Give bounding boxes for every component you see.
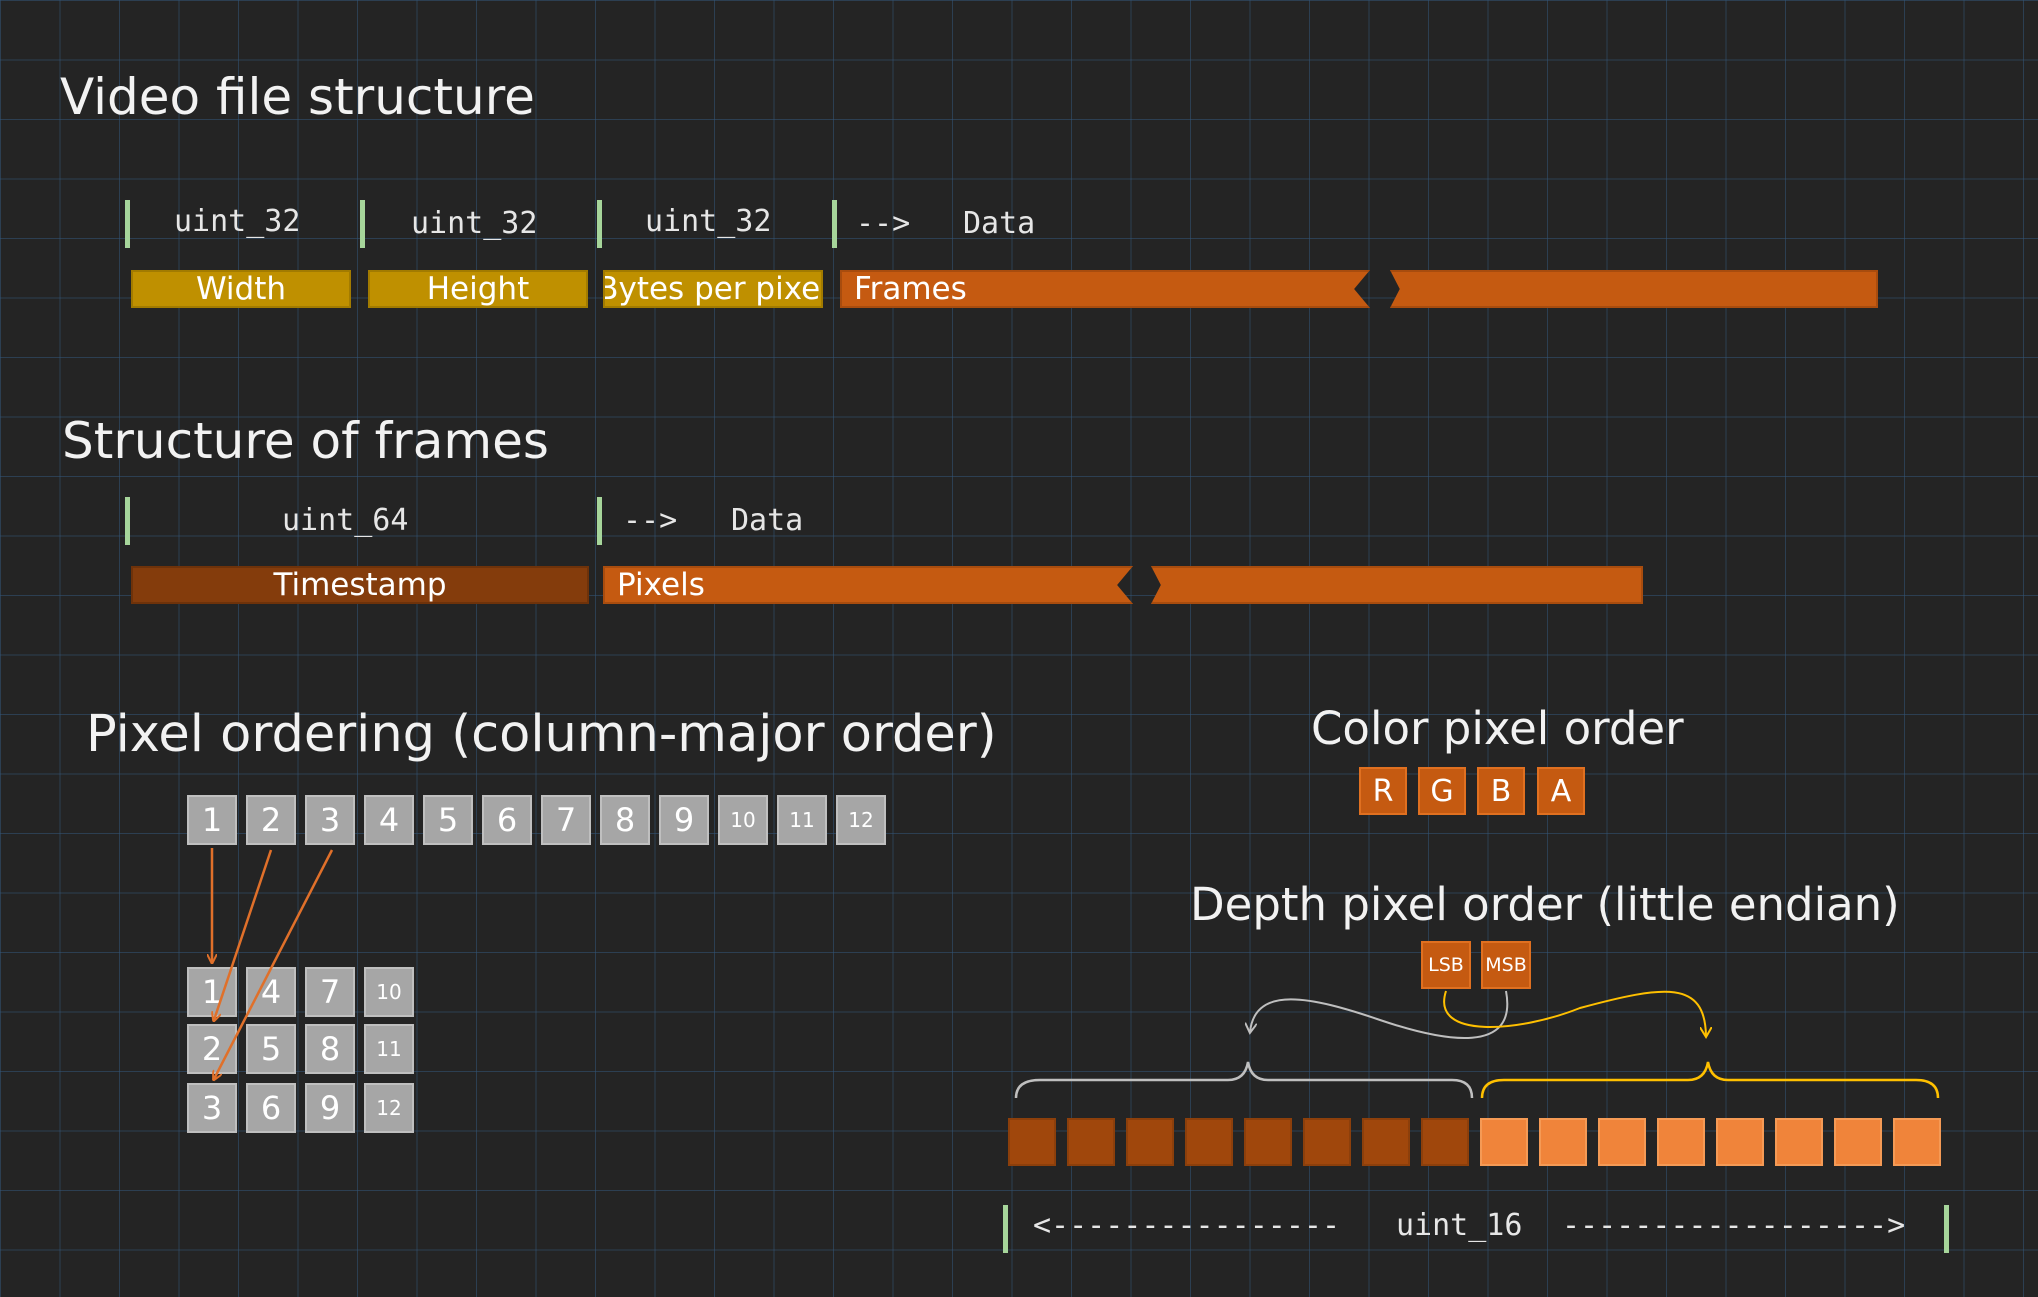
field-boundary-tick: [832, 200, 837, 248]
pixel-cell: 2: [246, 795, 296, 845]
grid-cell: 8: [305, 1024, 355, 1074]
uint16-right-arrow: ------------------>: [1562, 1208, 1906, 1243]
blue-channel-box: B: [1477, 767, 1525, 815]
data-arrow-label: -->: [856, 206, 911, 241]
uint16-end-tick: [1944, 1205, 1949, 1253]
bpp-type-label: uint_32: [645, 204, 772, 239]
pixel-cell: 8: [600, 795, 650, 845]
order-arrow: [214, 849, 334, 1079]
msb-bit-block: [1775, 1118, 1823, 1166]
height-type-label: uint_32: [411, 206, 538, 241]
width-type-label: uint_32: [174, 204, 301, 239]
pixel-cell: 9: [659, 795, 709, 845]
color-order-title: Color pixel order: [1311, 702, 1684, 755]
grid-cell: 10: [364, 967, 414, 1017]
msb-bit-block: [1716, 1118, 1764, 1166]
grid-cell: 11: [364, 1024, 414, 1074]
msb-bit-block: [1834, 1118, 1882, 1166]
msb-bit-block: [1480, 1118, 1528, 1166]
uint16-left-arrow: <----------------: [1033, 1208, 1341, 1243]
pixels-arrow-label: -->: [623, 503, 678, 538]
msb-box: MSB: [1481, 941, 1531, 989]
lsb-bit-block: [1303, 1118, 1351, 1166]
grid-cell: 6: [246, 1083, 296, 1133]
height-field: Height: [368, 270, 588, 308]
lsb-bit-block: [1185, 1118, 1233, 1166]
timestamp-type-label: uint_64: [282, 503, 409, 538]
msb-bit-block: [1598, 1118, 1646, 1166]
pixel-ordering-title: Pixel ordering (column-major order): [86, 705, 997, 764]
pixel-cell: 1: [187, 795, 237, 845]
lsb-to-msb-bits-connector: [1443, 990, 1706, 1036]
pixels-field-continuation: [1151, 566, 1643, 604]
field-boundary-tick: [597, 200, 602, 248]
lsb-bit-block: [1008, 1118, 1056, 1166]
pixel-cell: 11: [777, 795, 827, 845]
pixels-field: Pixels: [603, 566, 1133, 604]
uint16-type-label: uint_16: [1396, 1208, 1523, 1243]
red-channel-box: R: [1359, 767, 1407, 815]
frames-field: Frames: [840, 270, 1370, 308]
pixel-cell: 4: [364, 795, 414, 845]
grid-cell: 3: [187, 1083, 237, 1133]
pixel-cell: 10: [718, 795, 768, 845]
pixel-cell: 5: [423, 795, 473, 845]
msb-bit-block: [1657, 1118, 1705, 1166]
timestamp-field: Timestamp: [131, 566, 589, 604]
lsb-bit-block: [1244, 1118, 1292, 1166]
grid-cell: 9: [305, 1083, 355, 1133]
video-structure-title: Video file structure: [60, 68, 535, 126]
grid-cell: 7: [305, 967, 355, 1017]
uint16-start-tick: [1003, 1205, 1008, 1253]
lsb-brace: [1014, 1061, 1474, 1099]
lsb-bit-block: [1362, 1118, 1410, 1166]
data-label: Data: [963, 206, 1036, 241]
depth-braces: [1014, 990, 1940, 1099]
depth-order-title: Depth pixel order (little endian): [1190, 878, 1900, 931]
frames-structure-title: Structure of frames: [62, 412, 549, 470]
column-major-arrows: [212, 848, 334, 1079]
grid-cell: 12: [364, 1083, 414, 1133]
pixel-cell: 6: [482, 795, 532, 845]
bytes-per-pixel-field: Bytes per pixel: [603, 270, 823, 308]
lsb-box: LSB: [1421, 941, 1471, 989]
pixels-data-label: Data: [731, 503, 804, 538]
green-channel-box: G: [1418, 767, 1466, 815]
order-arrow: [214, 849, 273, 1020]
pixel-cell: 7: [541, 795, 591, 845]
frames-field-continuation: [1390, 270, 1878, 308]
msb-bit-block: [1893, 1118, 1941, 1166]
field-boundary-tick: [360, 200, 365, 248]
lsb-bit-block: [1067, 1118, 1115, 1166]
field-boundary-tick: [125, 497, 130, 545]
msb-brace: [1480, 1061, 1940, 1099]
pixel-cell: 12: [836, 795, 886, 845]
field-boundary-tick: [125, 200, 130, 248]
lsb-bit-block: [1126, 1118, 1174, 1166]
pixel-cell: 3: [305, 795, 355, 845]
alpha-channel-box: A: [1537, 767, 1585, 815]
width-field: Width: [131, 270, 351, 308]
msb-bit-block: [1539, 1118, 1587, 1166]
field-boundary-tick: [597, 497, 602, 545]
grid-cell: 5: [246, 1024, 296, 1074]
msb-to-lsb-bits-connector: [1250, 990, 1509, 1040]
lsb-bit-block: [1421, 1118, 1469, 1166]
